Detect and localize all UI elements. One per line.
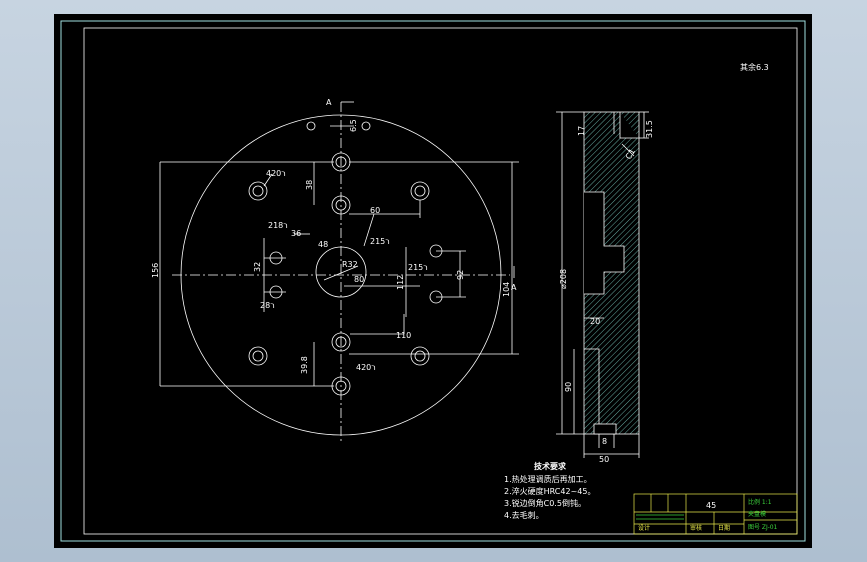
- roughness-note: 其余6.3: [740, 62, 769, 72]
- front-view: [159, 101, 519, 444]
- label-38: 38: [305, 180, 314, 190]
- label-2x8: 2ר8: [260, 301, 275, 310]
- label-2x15-a: 2ר15: [370, 237, 390, 246]
- note-2: 2.淬火硬度HRC42~45。: [504, 486, 595, 496]
- center-bore: [315, 246, 367, 298]
- label-r32: R32: [342, 260, 358, 269]
- side-view: [556, 111, 649, 458]
- section-mark-right: A: [511, 283, 517, 292]
- notes-title: 技术要求: [534, 461, 567, 471]
- label-110: 110: [396, 331, 411, 340]
- note-3: 3.锐边倒角C0.5倒钝。: [504, 498, 586, 508]
- note-4: 4.去毛刺。: [504, 510, 544, 520]
- note-1: 1.热处理调质后再加工。: [504, 474, 592, 484]
- label-104: 104: [502, 282, 511, 297]
- label-156: 156: [151, 263, 160, 278]
- title-block: [633, 493, 798, 535]
- side-label-90: 90: [564, 382, 573, 392]
- title-drawing-name: 夹盘模: [748, 510, 766, 518]
- label-92: 92: [456, 270, 465, 280]
- label-80: 80: [354, 275, 364, 284]
- side-label-8: 8: [602, 437, 607, 446]
- section-mark-top: A: [326, 98, 332, 107]
- title-drawing-no: 图号 ZJ-01: [748, 524, 778, 531]
- side-label-208: ⌀208: [559, 269, 568, 289]
- label-39: 39.8: [300, 356, 309, 374]
- label-4x20-bottom: 4ר20: [356, 363, 376, 372]
- cad-drawing: 其余6.3: [60, 20, 806, 542]
- side-label-31-5: 31.5: [645, 120, 654, 138]
- label-6: 6.5: [349, 119, 358, 132]
- side-label-20: 20: [590, 317, 600, 326]
- title-checker: 审核: [690, 524, 702, 532]
- label-32: 32: [253, 262, 262, 272]
- inner-frame: [83, 27, 798, 535]
- title-date: 日期: [718, 524, 730, 532]
- label-112: 112: [396, 275, 405, 290]
- title-designer: 设计: [638, 524, 650, 532]
- label-60: 60: [370, 206, 380, 215]
- outer-frame: [60, 20, 806, 542]
- label-4x20-top: 4ר20: [266, 169, 286, 178]
- title-scale: 比例 1:1: [748, 498, 772, 506]
- title-material: 45: [706, 501, 716, 510]
- side-label-50: 50: [599, 455, 609, 464]
- label-2x18: 2ר18: [268, 221, 288, 230]
- label-36: 36: [291, 229, 301, 238]
- cad-viewport[interactable]: 其余6.3: [54, 14, 812, 548]
- label-2x15-b: 2ר15: [408, 263, 428, 272]
- label-48: 48: [318, 240, 328, 249]
- side-label-17: 17: [577, 126, 586, 136]
